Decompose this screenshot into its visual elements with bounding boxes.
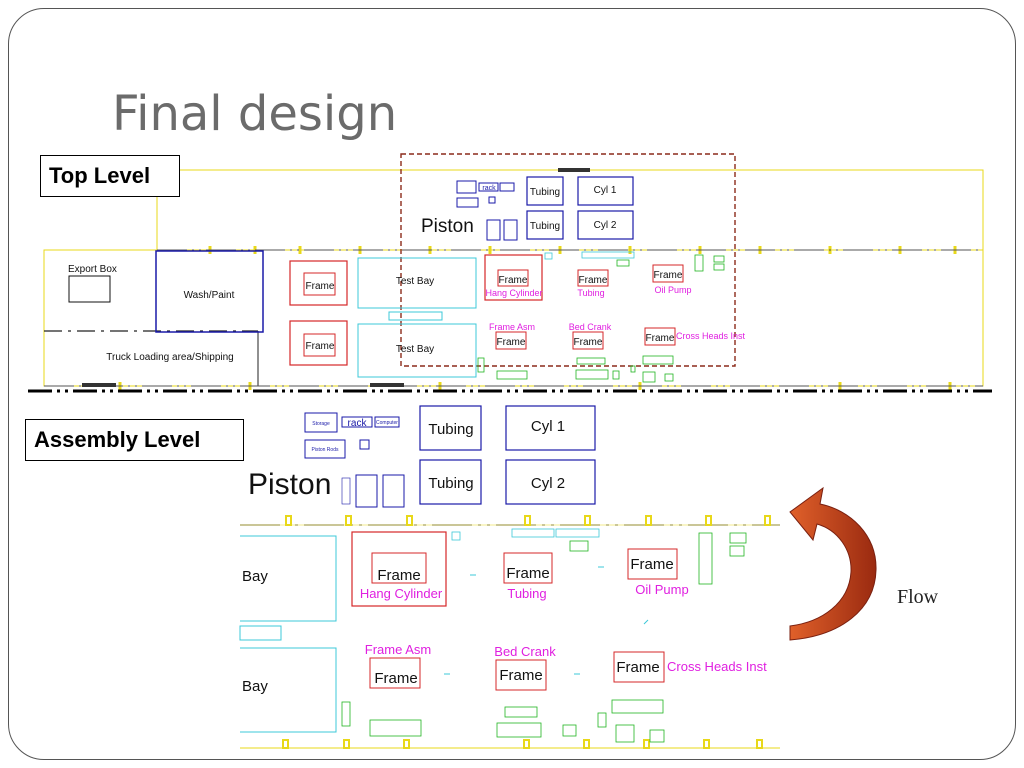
- assembly-frame-label-4: Frame: [374, 670, 417, 687]
- piston-rods-label: Piston Rods: [312, 447, 339, 453]
- assembly-hang-cylinder-label: Hang Cylinder: [360, 586, 443, 601]
- assembly-frame-asm-label: Frame Asm: [365, 642, 431, 657]
- assembly-tubing-b-label: Tubing: [428, 475, 473, 492]
- assembly-cross-heads-label: Cross Heads Inst: [667, 659, 767, 674]
- frame-label-2: Frame: [306, 341, 335, 352]
- assembly-frame-label-5: Frame: [499, 667, 542, 684]
- top-frame-label-7: Frame: [574, 337, 603, 348]
- zoom-region-outline: [400, 153, 736, 367]
- top-frame-label-5: Frame: [654, 270, 683, 281]
- bay-b-label: Bay: [242, 678, 268, 695]
- assembly-oil-pump-label: Oil Pump: [635, 582, 688, 597]
- assembly-tubing-station-label: Tubing: [507, 586, 546, 601]
- wash-paint-booth: [155, 250, 264, 333]
- assembly-piston-label: Piston: [248, 468, 331, 501]
- assembly-level-label: Assembly Level: [25, 419, 244, 461]
- top-rack-label: rack: [482, 185, 496, 192]
- export-box: [68, 275, 111, 303]
- flow-arrow: [789, 486, 877, 641]
- top-frame-label-8: Frame: [646, 333, 675, 344]
- top-cyl1-label: Cyl 1: [594, 185, 617, 196]
- assembly-rack-label: rack: [348, 418, 368, 429]
- top-cyl2-label: Cyl 2: [594, 220, 617, 231]
- assembly-bed-crank-label: Bed Crank: [494, 644, 556, 659]
- export-box-label: Export Box: [68, 264, 117, 275]
- top-frame-label-4: Frame: [579, 275, 608, 286]
- wash-paint-label: Wash/Paint: [184, 290, 235, 301]
- assembly-cyl2-label: Cyl 2: [531, 475, 565, 492]
- top-level-label: Top Level: [40, 155, 180, 197]
- assembly-cyl1-label: Cyl 1: [531, 418, 565, 435]
- assembly-tubing-a-label: Tubing: [428, 421, 473, 438]
- assembly-frame-label-1: Frame: [377, 567, 420, 584]
- slide-frame: [8, 8, 1016, 760]
- test-bay-label-1: Test Bay: [396, 276, 434, 287]
- top-tubing-station-label: Tubing: [577, 288, 604, 298]
- truck-loading-label: Truck Loading area/Shipping: [106, 352, 234, 363]
- assembly-frame-label-6: Frame: [616, 659, 659, 676]
- bay-a-label: Bay: [242, 568, 268, 585]
- top-cross-heads-label: Cross Heads Inst: [676, 331, 746, 341]
- top-hang-cylinder-label: Hang Cylinder: [485, 288, 542, 298]
- top-oil-pump-label: Oil Pump: [654, 285, 691, 295]
- top-bed-crank-label: Bed Crank: [569, 322, 612, 332]
- top-tubing-label-2: Tubing: [530, 221, 560, 232]
- computer-label: Computer: [376, 420, 398, 426]
- top-frame-label-3: Frame: [499, 275, 528, 286]
- test-bay-label-2: Test Bay: [396, 344, 434, 355]
- top-piston-label: Piston: [421, 216, 474, 237]
- top-tubing-label-1: Tubing: [530, 187, 560, 198]
- top-frame-label-6: Frame: [497, 337, 526, 348]
- top-frame-asm-label: Frame Asm: [489, 322, 535, 332]
- flow-label: Flow: [897, 586, 939, 608]
- top-wall-marks: [118, 246, 957, 390]
- storage-label: Storage: [312, 421, 330, 427]
- frame-label-1: Frame: [306, 281, 335, 292]
- slide-title: Final design: [112, 86, 398, 142]
- assembly-frame-label-3: Frame: [630, 556, 673, 573]
- assembly-level-plan: Storage rack Computer Piston Rods Piston…: [239, 405, 780, 749]
- assembly-frame-label-2: Frame: [506, 565, 549, 582]
- top-level-plan: Export Box Wash/Paint Truck Loading area…: [43, 153, 984, 390]
